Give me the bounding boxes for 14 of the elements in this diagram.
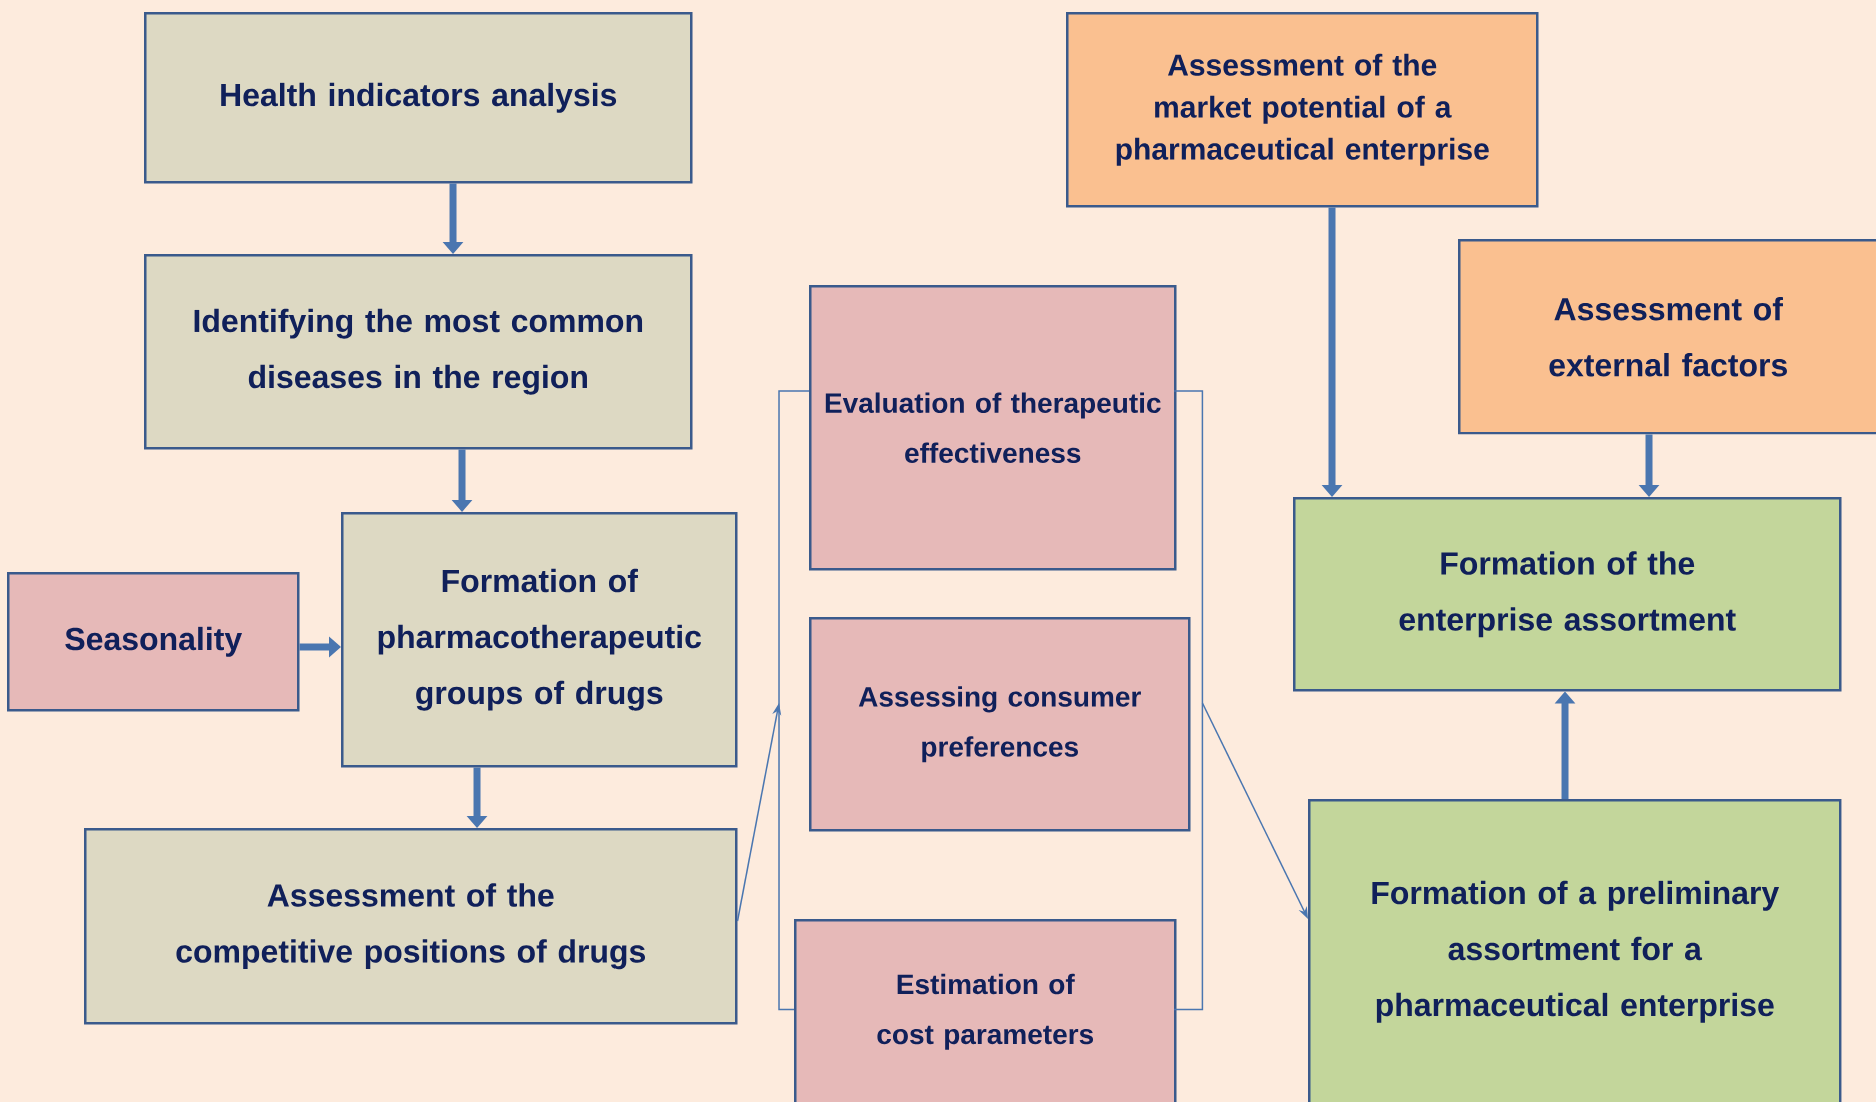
factor-box: Evaluation of therapeutic effectiveness [809, 285, 1177, 571]
process-box: Formation of a preliminary assortment for a pharmaceutical enterprise [1308, 799, 1842, 1102]
factor-box: Seasonality [7, 572, 300, 712]
bracket [1173, 390, 1204, 1011]
process-box: Formation of pharmacotherapeutic groups of drugs [341, 512, 738, 768]
bracket [778, 390, 811, 1011]
factor-box: Assessment of the market potential of a pharmaceutical enterprise [1066, 12, 1539, 208]
factor-box: Assessment of external factors [1458, 239, 1876, 435]
process-box: Assessment of the competitive positions of drugs [84, 828, 738, 1025]
process-box: Identifying the most common diseases in the region [144, 254, 693, 450]
process-box: Health indicators analysis [144, 12, 693, 184]
process-box: Formation of the enterprise assortment [1293, 497, 1842, 692]
factor-box: Assessing consumer preferences [809, 617, 1191, 832]
factor-box: Estimation of cost parameters [794, 919, 1177, 1102]
